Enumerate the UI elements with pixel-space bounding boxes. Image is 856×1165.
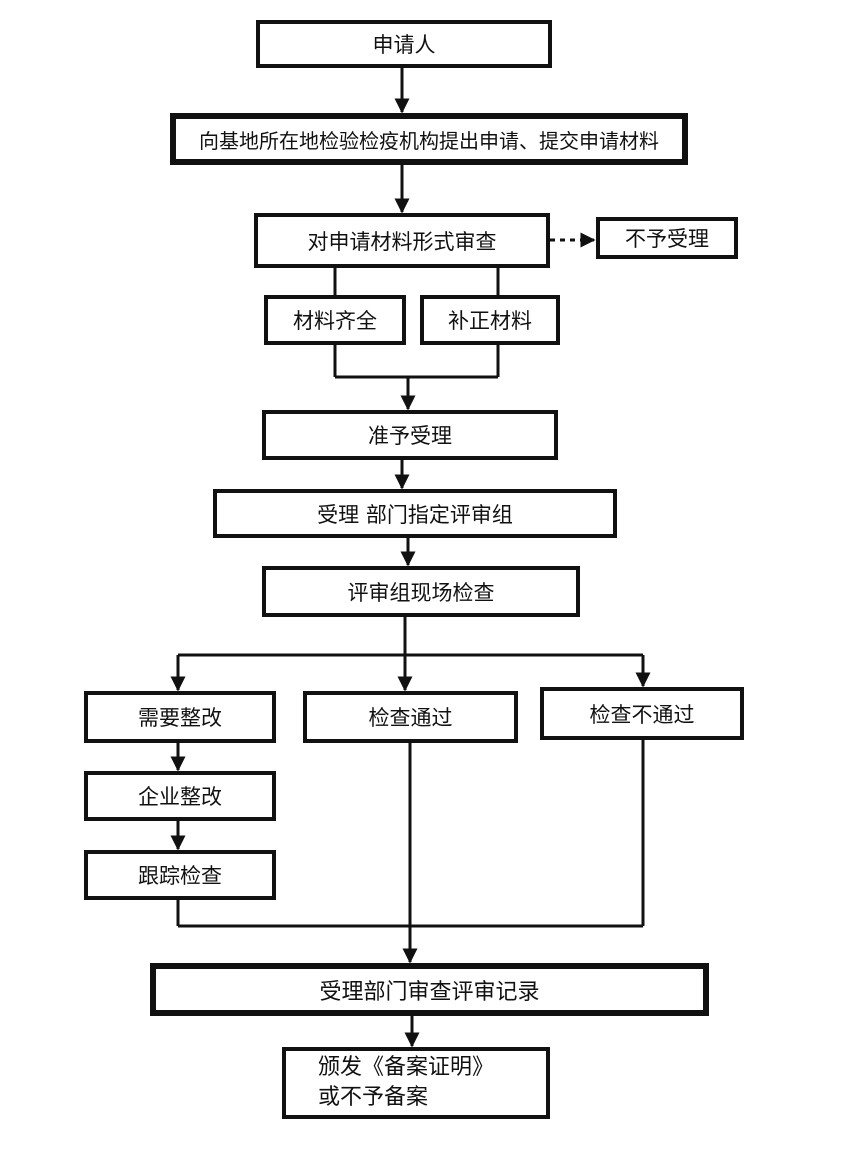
node-issue-certificate-line1: 颁发《备案证明》	[318, 1055, 495, 1080]
node-not-accepted: 不予受理	[596, 217, 738, 259]
node-applicant: 申请人	[256, 20, 552, 68]
node-assign-review-team-label: 受理 部门指定评审组	[317, 502, 513, 527]
node-follow-up-inspection: 跟踪检查	[84, 850, 276, 900]
node-materials-complete-label: 材料齐全	[293, 309, 377, 333]
node-review-records: 受理部门审查评审记录	[150, 963, 709, 1016]
node-needs-rectification-label: 需要整改	[138, 706, 222, 730]
node-formal-review: 对申请材料形式审查	[254, 213, 550, 268]
node-onsite-inspection-label: 评审组现场检查	[347, 580, 495, 605]
node-company-rectification-label: 企业整改	[138, 785, 222, 809]
node-supplement-materials-label: 补正材料	[448, 309, 532, 333]
node-issue-certificate: 颁发《备案证明》 或不予备案	[282, 1047, 550, 1119]
node-formal-review-label: 对申请材料形式审查	[307, 229, 497, 254]
node-needs-rectification: 需要整改	[84, 691, 276, 743]
node-follow-up-inspection-label: 跟踪检查	[138, 864, 222, 888]
node-accept: 准予受理	[262, 410, 558, 460]
node-inspection-failed: 检查不通过	[540, 687, 744, 740]
node-not-accepted-label: 不予受理	[625, 227, 709, 251]
node-onsite-inspection: 评审组现场检查	[262, 566, 580, 617]
node-assign-review-team: 受理 部门指定评审组	[213, 489, 617, 538]
node-company-rectification: 企业整改	[84, 771, 276, 821]
node-supplement-materials: 补正材料	[420, 295, 560, 345]
node-inspection-passed: 检查通过	[303, 691, 518, 743]
node-issue-certificate-line2: 或不予备案	[318, 1085, 429, 1110]
node-materials-complete: 材料齐全	[264, 295, 406, 345]
node-inspection-failed-label: 检查不通过	[589, 702, 695, 727]
node-submit-application-label: 向基地所在地检验检疫机构提出申请、提交申请材料	[199, 128, 659, 153]
node-submit-application: 向基地所在地检验检疫机构提出申请、提交申请材料	[170, 113, 688, 165]
node-review-records-label: 受理部门审查评审记录	[319, 979, 540, 1005]
node-applicant-label: 申请人	[372, 33, 436, 57]
node-inspection-passed-label: 检查通过	[368, 706, 453, 730]
node-accept-label: 准予受理	[368, 424, 452, 448]
